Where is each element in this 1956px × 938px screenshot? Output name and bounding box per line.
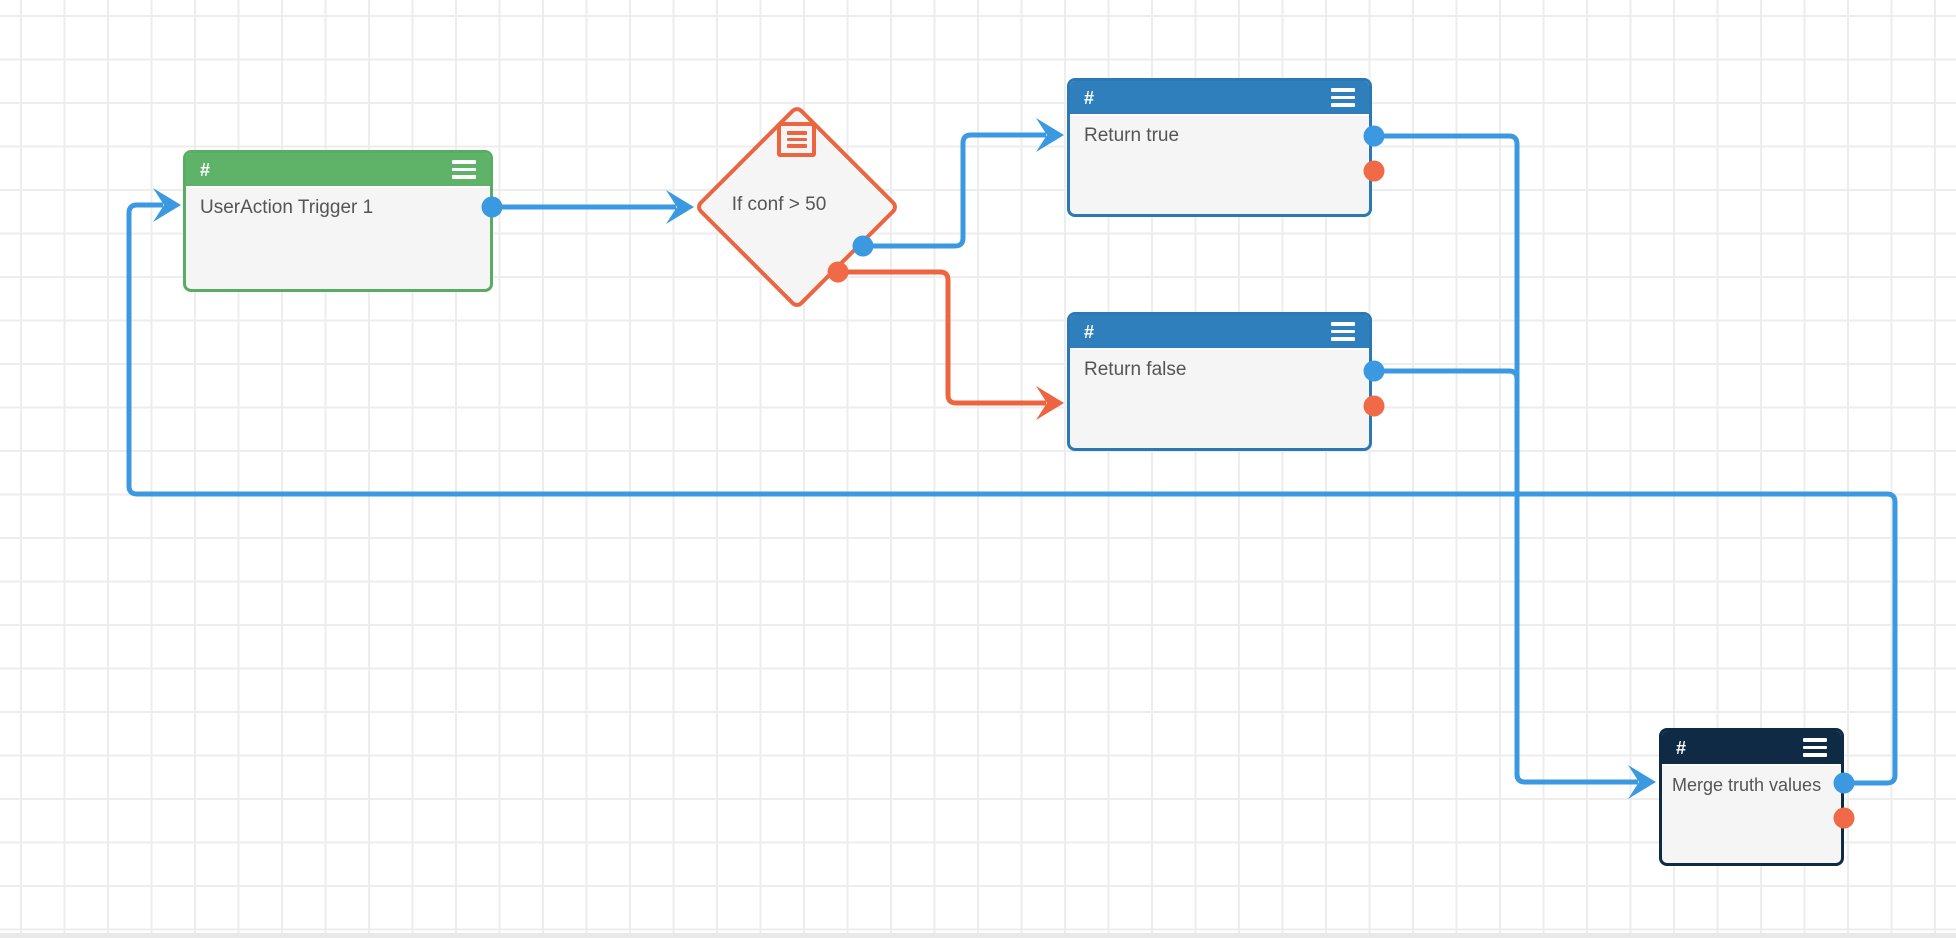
arrowhead-into-condition-icon: [666, 190, 694, 224]
connection-merge-to-trigger[interactable]: [126, 202, 1898, 786]
port-output-merge-2[interactable]: [1833, 807, 1855, 829]
node-header[interactable]: #: [1070, 315, 1369, 350]
arrowhead-into-merge-icon: [1628, 765, 1656, 799]
hash-symbol: #: [1676, 737, 1687, 758]
arrowhead-into-trigger-icon: [153, 188, 181, 222]
node-title: If conf > 50: [731, 194, 827, 215]
connection-condition-false-to-return-false[interactable]: [838, 269, 1046, 406]
hash-symbol: #: [1084, 321, 1095, 342]
port-output-return-false-2[interactable]: [1363, 395, 1385, 417]
connection-condition-true-to-return-true[interactable]: [863, 132, 1046, 249]
hamburger-menu-icon[interactable]: [1331, 322, 1355, 341]
node-title: Return true: [1084, 125, 1180, 146]
node-title: Return false: [1084, 359, 1187, 380]
hamburger-menu-icon[interactable]: [1331, 88, 1355, 107]
hash-symbol: #: [200, 159, 211, 180]
hash-symbol: #: [1084, 87, 1095, 108]
hamburger-menu-icon[interactable]: [1803, 738, 1827, 757]
node-body: Merge truth values: [1662, 766, 1841, 805]
port-output-merge-1[interactable]: [1833, 772, 1855, 794]
port-output-return-true-2[interactable]: [1363, 160, 1385, 182]
port-output-return-true-1[interactable]: [1363, 125, 1385, 147]
arrowhead-into-return-false-icon: [1036, 386, 1064, 420]
port-output-trigger[interactable]: [481, 196, 503, 218]
node-title: Merge truth values: [1672, 775, 1822, 795]
node-body: Return false: [1070, 350, 1369, 390]
node-title: UserAction Trigger 1: [200, 197, 374, 218]
node-body: Return true: [1070, 116, 1369, 156]
connection-return-true-to-merge[interactable]: [1374, 133, 1638, 785]
node-header[interactable]: #: [186, 153, 490, 188]
node-header[interactable]: #: [1070, 81, 1369, 116]
port-output-condition-false[interactable]: [827, 261, 849, 283]
node-header[interactable]: #: [1662, 731, 1841, 766]
arrowhead-into-return-true-icon: [1036, 118, 1064, 152]
port-output-return-false-1[interactable]: [1363, 360, 1385, 382]
node-body: UserAction Trigger 1: [186, 188, 490, 228]
port-output-condition-true[interactable]: [852, 235, 874, 257]
hamburger-menu-icon[interactable]: [452, 160, 476, 179]
hamburger-menu-icon[interactable]: [777, 122, 816, 157]
node-return-true[interactable]: # Return true: [1067, 78, 1372, 217]
node-merge-truth-values[interactable]: # Merge truth values: [1659, 728, 1844, 866]
connection-return-false-to-merge[interactable]: [1374, 368, 1638, 785]
node-return-false[interactable]: # Return false: [1067, 312, 1372, 451]
canvas-bottom-edge: [0, 933, 1956, 938]
node-useraction-trigger[interactable]: # UserAction Trigger 1: [183, 150, 493, 292]
